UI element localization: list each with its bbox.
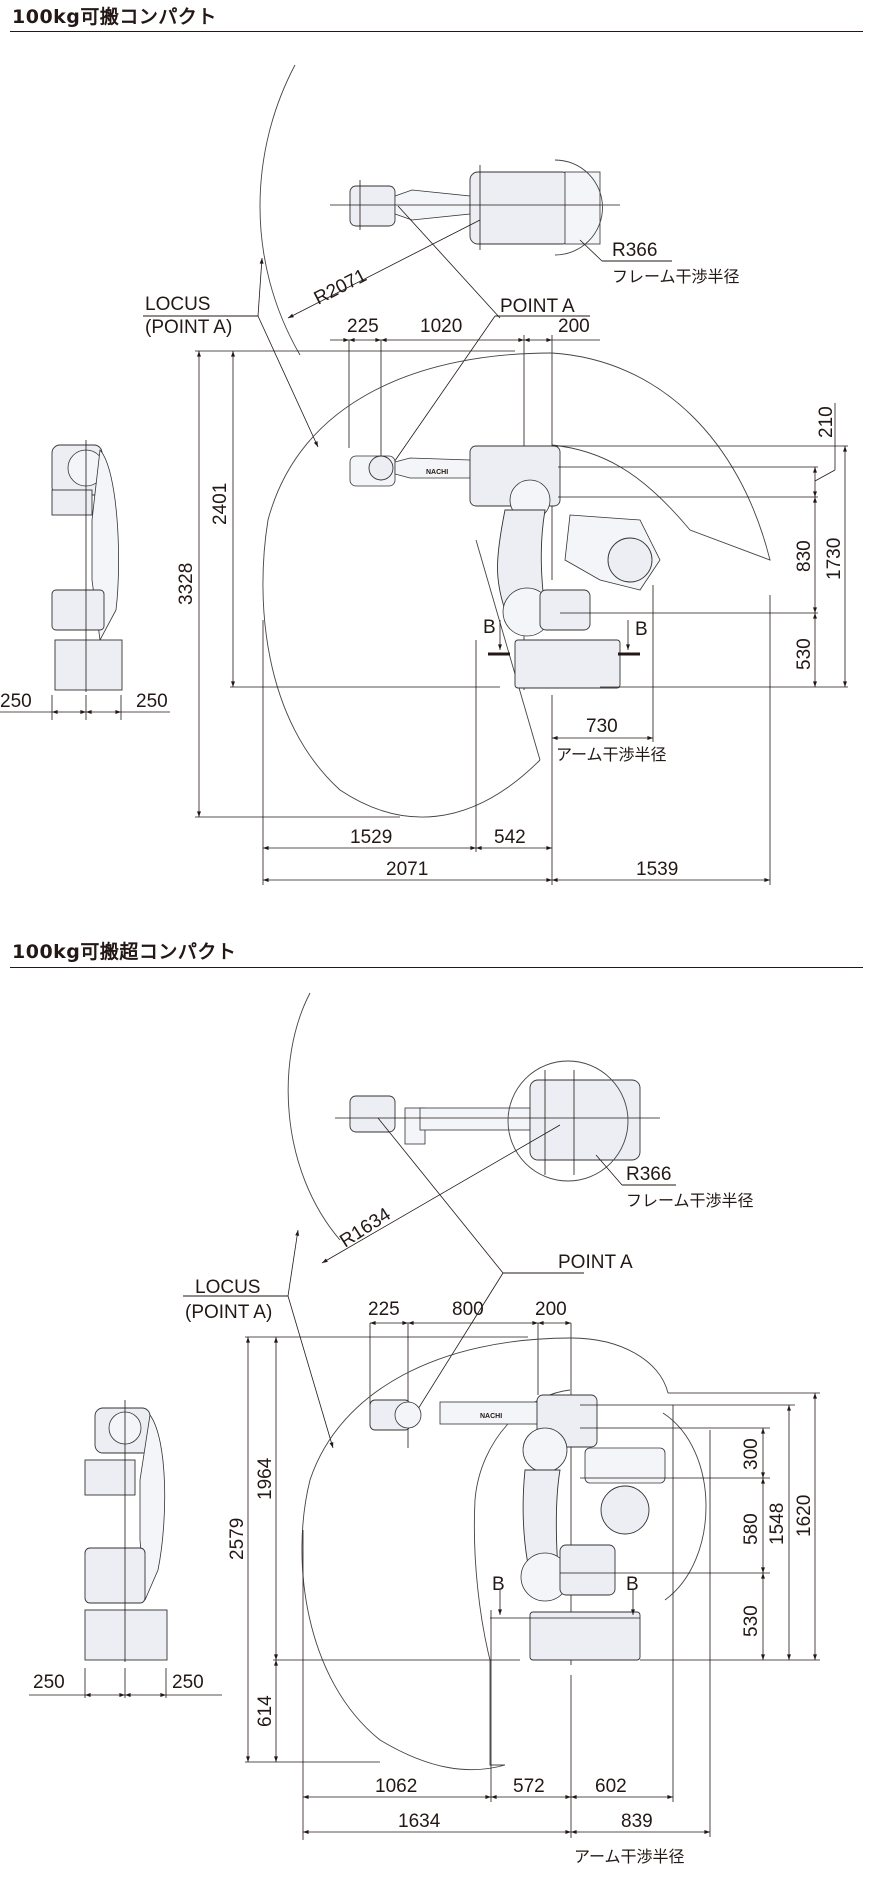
section-mark-b-left: B: [483, 617, 496, 638]
dim-bottom-1539: 1539: [636, 859, 678, 880]
locus-label-2: LOCUS: [195, 1277, 260, 1298]
arm-radius-caption-2: アーム干渉半径: [574, 1847, 685, 1866]
frame-radius-caption: フレーム干渉半径: [612, 267, 740, 286]
dim-bottom-1529: 1529: [350, 827, 392, 848]
side-view-robot-2: [84, 1400, 168, 1662]
reach-locus-right: [551, 352, 771, 561]
arm-radius-caption: アーム干渉半径: [556, 745, 667, 764]
dim-arm-radius: 730: [586, 716, 618, 737]
point-a-label: POINT A: [500, 296, 575, 317]
section-rule: [10, 31, 863, 32]
drawing-ultra-compact: R1634 R366 フレーム干渉半径 LOCUS (POINT A) POIN…: [29, 992, 820, 1866]
main-robot-elevation-2: NACHI: [301, 1337, 707, 1771]
section-mark-b-left-2: B: [492, 1574, 505, 1595]
side-view-robot: [51, 440, 123, 692]
section-rule: [10, 967, 863, 968]
dim-bottom-2071: 2071: [386, 859, 428, 880]
dim-top-offset-2: 200: [535, 1299, 567, 1320]
top-view-robot-2: [287, 992, 676, 1274]
dim-right-580: 580: [741, 1513, 762, 1545]
dim-right-1620: 1620: [794, 1495, 815, 1537]
top-view-robot: [259, 64, 672, 356]
dim-top-arm: 1020: [420, 316, 462, 337]
dim-top-wrist-2: 225: [368, 1299, 400, 1320]
reach-arc-plan-2: [287, 992, 341, 1241]
dim-bottom-602: 602: [595, 1776, 627, 1797]
locus-label-sub-2: (POINT A): [185, 1302, 272, 1323]
dim-height-total: 3328: [176, 563, 197, 605]
dim-right-530-2: 530: [741, 1605, 762, 1637]
dim-right-210: 210: [816, 406, 837, 438]
dim-height-total-2: 2579: [227, 1518, 248, 1560]
brand-mark-2: NACHI: [480, 1413, 502, 1420]
dim-right-830: 830: [794, 540, 815, 572]
locus-label: LOCUS: [145, 294, 210, 315]
dim-bottom-572: 572: [513, 1776, 545, 1797]
dim-right-1548: 1548: [767, 1503, 788, 1545]
dim-side-right: 250: [136, 691, 168, 712]
point-a-leader-plan-2: [377, 1117, 504, 1274]
drawing-compact: R2071 R366 フレーム干渉半径 LOCUS (POINT A) POIN…: [0, 64, 848, 885]
reach-arc-plan: [259, 64, 301, 356]
reach-locus-outer-2: [301, 1337, 572, 1771]
dim-side-right-2: 250: [172, 1672, 204, 1693]
reach-radius-label-2: R1634: [336, 1204, 395, 1252]
dim-bottom-542: 542: [494, 827, 526, 848]
reach-locus-outer: [262, 352, 553, 818]
dim-side-left: 250: [0, 691, 32, 712]
main-robot-elevation: NACHI: [262, 352, 771, 818]
dim-top-offset: 200: [558, 316, 590, 337]
point-a-label-2: POINT A: [558, 1252, 633, 1273]
dim-height-bottom-2: 614: [255, 1695, 276, 1727]
dim-height-top-2: 1964: [255, 1457, 276, 1500]
dim-bottom-1062: 1062: [375, 1776, 417, 1797]
dim-top-arm-2: 800: [452, 1299, 484, 1320]
dim-right-530: 530: [794, 638, 815, 670]
reach-radius-leader: [287, 219, 481, 319]
section-title-compact: 100kg可搬コンパクト: [12, 6, 217, 28]
dim-bottom-839: 839: [621, 1811, 653, 1832]
frame-radius-caption-2: フレーム干渉半径: [626, 1191, 754, 1210]
locus-label-sub: (POINT A): [145, 317, 232, 338]
reach-radius-label: R2071: [311, 265, 370, 309]
dim-bottom-1634: 1634: [398, 1811, 441, 1832]
frame-radius-label-2: R366: [626, 1164, 671, 1185]
dim-side-left-2: 250: [33, 1672, 65, 1693]
dim-right-1730: 1730: [824, 538, 845, 580]
frame-radius-label: R366: [612, 240, 657, 261]
section-mark-b-right-2: B: [626, 1574, 639, 1595]
dim-height-top: 2401: [210, 483, 231, 525]
point-a-leader-plan: [397, 205, 501, 319]
reach-radius-leader-2: [321, 1124, 561, 1264]
dim-top-wrist: 225: [347, 316, 379, 337]
section-title-ultra-compact: 100kg可搬超コンパクト: [12, 941, 237, 963]
brand-mark: NACHI: [426, 469, 448, 476]
dim-right-300: 300: [741, 1438, 762, 1470]
section-mark-b-right: B: [635, 619, 648, 640]
